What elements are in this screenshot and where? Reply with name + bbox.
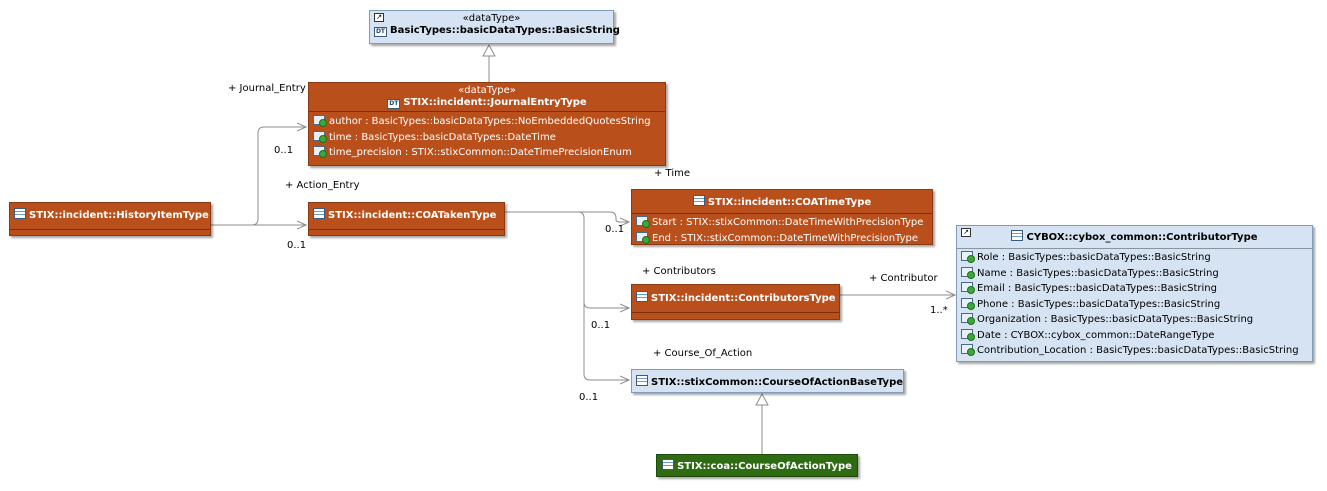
multiplicity-journal-entry: 0..1 (274, 145, 294, 156)
generalization-triangle-top (482, 43, 496, 57)
attribute-icon (313, 130, 327, 143)
attribute-row[interactable]: Contribution_Location : BasicTypes::basi… (957, 343, 1312, 359)
attribute-icon (961, 266, 975, 279)
attribute-row[interactable]: Date : CYBOX::cybox_common::DateRangeTyp… (957, 328, 1312, 344)
class-icon (14, 208, 26, 219)
class-history-item-type[interactable]: STIX::incident::HistoryItemType (9, 202, 211, 236)
role-time: + Time (654, 168, 691, 179)
class-title: BasicTypes::basicDataTypes::BasicString (390, 25, 620, 36)
stereotype-label: «dataType» (458, 85, 516, 96)
attribute-icon (961, 328, 975, 341)
class-icon (1011, 230, 1024, 241)
class-icon (636, 375, 648, 386)
class-course-of-action-base-type[interactable]: STIX::stixCommon::CourseOfActionBaseType (631, 369, 904, 393)
multiplicity-contributors: 0..1 (591, 320, 611, 331)
class-icon (313, 208, 325, 219)
attribute-row[interactable]: time : BasicTypes::basicDataTypes::DateT… (309, 130, 665, 146)
attribute-row[interactable]: Role : BasicTypes::basicDataTypes::Basic… (957, 250, 1312, 266)
assoc-time (505, 211, 629, 222)
role-journal-entry: + Journal_Entry (228, 83, 306, 94)
attribute-row[interactable]: Phone : BasicTypes::basicDataTypes::Basi… (957, 297, 1312, 313)
role-course-of-action: + Course_Of_Action (653, 348, 753, 359)
class-title: STIX::incident::HistoryItemType (29, 210, 209, 221)
class-coa-taken-type[interactable]: STIX::incident::COATakenType (308, 202, 505, 236)
class-title: STIX::incident::COATakenType (328, 210, 497, 221)
attribute-row[interactable]: End : STIX::stixCommon::DateTimeWithPrec… (632, 231, 932, 247)
datatype-icon: DT (387, 99, 401, 109)
attribute-icon (961, 344, 975, 356)
class-icon (636, 291, 648, 302)
datatype-icon: DT (374, 27, 387, 37)
class-title: STIX::stixCommon::CourseOfActionBaseType (651, 377, 904, 388)
attribute-icon (961, 313, 975, 325)
role-action-entry: + Action_Entry (285, 180, 360, 191)
class-coa-time-type[interactable]: STIX::incident::COATimeType Start : STIX… (631, 189, 933, 245)
class-contributors-type[interactable]: STIX::incident::ContributorsType (631, 284, 840, 320)
shortcut-arrow-icon: ↗ (374, 13, 384, 22)
stereotype-label: «dataType» (462, 13, 521, 24)
shortcut-arrow-icon: ↗ (961, 228, 971, 237)
assoc-journal-entry (211, 127, 306, 226)
attribute-icon (636, 216, 650, 228)
attribute-icon (313, 115, 327, 127)
attribute-row[interactable]: Organization : BasicTypes::basicDataType… (957, 312, 1312, 328)
attribute-row[interactable]: Start : STIX::stixCommon::DateTimeWithPr… (632, 215, 932, 231)
attribute-row[interactable]: author : BasicTypes::basicDataTypes::NoE… (309, 114, 665, 130)
attribute-icon (636, 231, 650, 244)
multiplicity-contributor: 1..* (930, 305, 948, 316)
class-contributor-type[interactable]: ↗ CYBOX::cybox_common::ContributorType R… (956, 225, 1313, 362)
attribute-row[interactable]: Name : BasicTypes::basicDataTypes::Basic… (957, 266, 1312, 282)
attribute-icon (313, 146, 327, 158)
generalization-triangle-bottom (755, 392, 769, 406)
role-contributors: + Contributors (642, 266, 716, 277)
attribute-icon (961, 251, 975, 263)
class-icon (662, 459, 675, 470)
multiplicity-time: 0..1 (605, 224, 625, 235)
attribute-icon (961, 297, 975, 310)
multiplicity-action-entry: 0..1 (287, 240, 307, 251)
role-contributor: + Contributor (869, 273, 938, 284)
class-title: STIX::incident::ContributorsType (651, 293, 836, 304)
assoc-contributors (505, 211, 629, 308)
attribute-row[interactable]: Email : BasicTypes::basicDataTypes::Basi… (957, 281, 1312, 297)
attribute-icon (961, 282, 975, 294)
class-title: STIX::coa::CourseOfActionType (677, 461, 852, 472)
class-title: CYBOX::cybox_common::ContributorType (1026, 232, 1258, 243)
class-icon (692, 195, 705, 206)
class-course-of-action-type[interactable]: STIX::coa::CourseOfActionType (656, 454, 858, 477)
attribute-row[interactable]: time_precision : STIX::stixCommon::DateT… (309, 145, 665, 161)
class-title: STIX::incident::JournalEntryType (403, 97, 587, 108)
class-title: STIX::incident::COATimeType (707, 197, 872, 208)
multiplicity-course-of-action: 0..1 (579, 392, 599, 403)
assoc-course-of-action (583, 300, 629, 380)
